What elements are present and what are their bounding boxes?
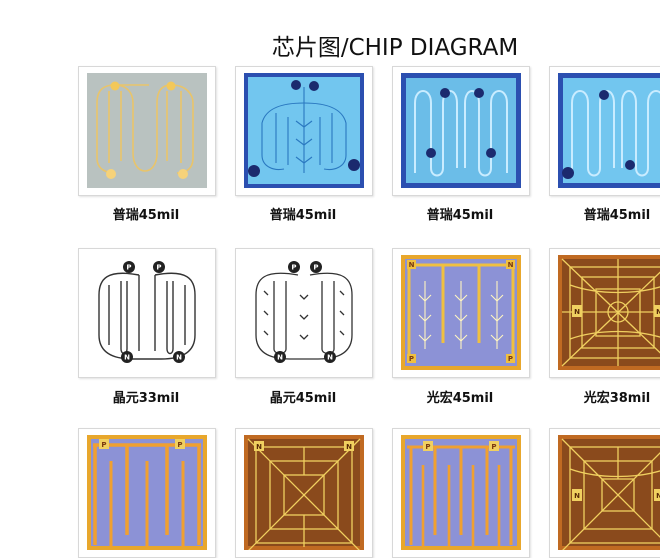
- chip-diagram-brown-concentric: N N: [558, 255, 660, 370]
- chip-caption: 普瑞45mil: [426, 208, 494, 223]
- chip-diagram-blue-serpentine-partial: [558, 73, 660, 188]
- chip-card: P P N N: [78, 248, 216, 378]
- pad-label: P: [409, 355, 414, 363]
- pad-label: N: [256, 443, 262, 451]
- pad-label: N: [409, 261, 415, 269]
- pad-label: P: [177, 441, 182, 449]
- chip-card: P P: [78, 428, 216, 558]
- chip-caption: 普瑞45mil: [583, 208, 651, 223]
- chip-card: P P: [392, 428, 530, 558]
- pad-label: N: [574, 492, 580, 500]
- chip-diagram-lavender-fingers-2: P P: [401, 435, 521, 550]
- chip-card: [235, 66, 373, 196]
- pad-label: P: [425, 443, 430, 451]
- pad-label: N: [327, 354, 333, 362]
- pad-label: N: [277, 354, 283, 362]
- chip-diagram-lavender-fingers: P P: [87, 435, 207, 550]
- chip-card: N N: [549, 428, 660, 558]
- pad-label: N: [508, 261, 514, 269]
- chip-card: P P N N: [235, 248, 373, 378]
- chip-caption: 光宏38mil: [583, 391, 651, 406]
- chip-card: [78, 66, 216, 196]
- pad-label: P: [491, 443, 496, 451]
- pad-label: P: [291, 264, 296, 272]
- chip-diagram-grey-gold: [87, 73, 207, 188]
- pad-label: P: [313, 264, 318, 272]
- chip-caption: 光宏45mil: [426, 391, 494, 406]
- chip-card: [549, 66, 660, 196]
- pad-label: N: [656, 308, 660, 316]
- pad-label: N: [656, 492, 660, 500]
- chip-caption: 普瑞45mil: [112, 208, 180, 223]
- pad-label: P: [156, 264, 161, 272]
- pad-label: P: [508, 355, 513, 363]
- pad-label: N: [176, 354, 182, 362]
- chip-caption: 普瑞45mil: [269, 208, 337, 223]
- pad-label: N: [346, 443, 352, 451]
- chip-diagram-brown-concentric-partial: N N: [558, 435, 660, 550]
- chip-diagram-lavender-fork: N N P P: [401, 255, 521, 370]
- chip-card: N N: [235, 428, 373, 558]
- pad-label: N: [124, 354, 130, 362]
- page-title: 芯片图/CHIP DIAGRAM: [271, 35, 519, 61]
- chip-caption: 晶元45mil: [269, 391, 337, 406]
- chip-diagram-outline-pn: P P N N: [87, 255, 207, 370]
- chip-card: [392, 66, 530, 196]
- chip-card: N N P P: [392, 248, 530, 378]
- chip-diagram-brown-x: N N: [244, 435, 364, 550]
- chip-diagram-blue-fishbone: [244, 73, 364, 188]
- chip-diagram-outline-pn-branch: P P N N: [244, 255, 364, 370]
- pad-label: N: [574, 308, 580, 316]
- pad-label: P: [126, 264, 131, 272]
- chip-caption: 晶元33mil: [112, 391, 180, 406]
- pad-label: P: [101, 441, 106, 449]
- chip-diagram-blue-serpentine: [401, 73, 521, 188]
- chip-card: N N: [549, 248, 660, 378]
